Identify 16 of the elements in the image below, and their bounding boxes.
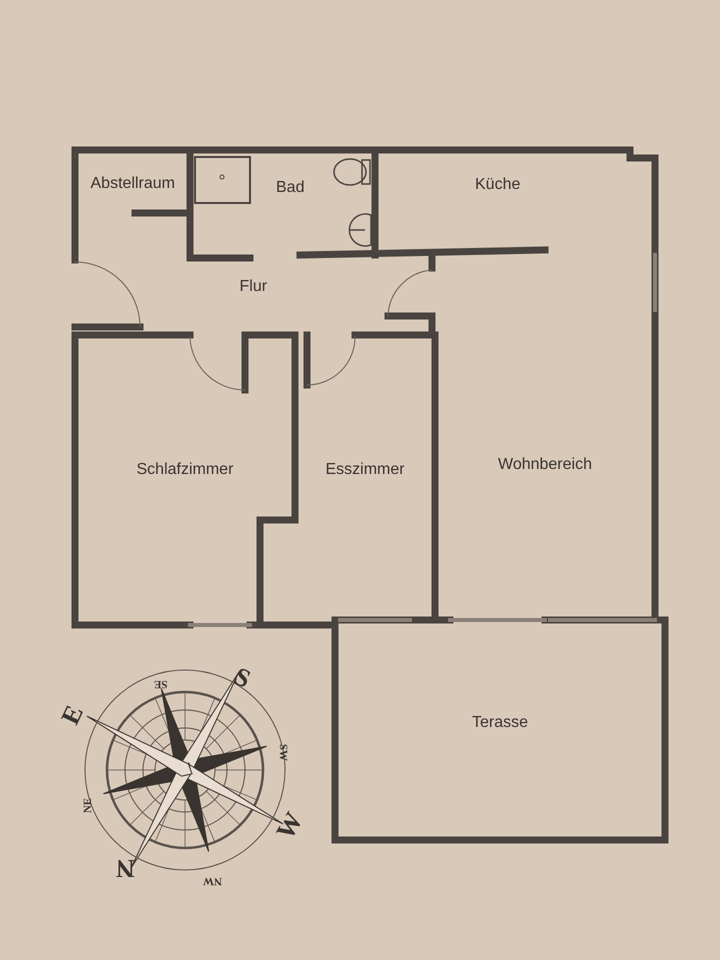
compass-direction-letter: NW [202,874,222,886]
room-label: Flur [240,278,268,296]
room-label: Esszimmer [326,461,405,479]
room-label: Bad [276,178,304,196]
room-label: Wohnbereich [498,456,592,474]
compass-direction-letter: SW [276,743,288,761]
room-label: Küche [475,176,520,194]
compass-direction-letter: S [230,663,254,693]
compass-direction-letter: N [116,855,134,881]
compass-direction-letter: E [56,702,88,728]
room-label: Schlafzimmer [136,461,234,479]
room-label: Terasse [472,714,528,732]
compass-direction-letter: NE [82,797,94,813]
room-label: Abstellraum [90,175,175,193]
compass-direction-letter: SE [154,678,167,688]
compass-direction-letter: W [272,808,308,844]
